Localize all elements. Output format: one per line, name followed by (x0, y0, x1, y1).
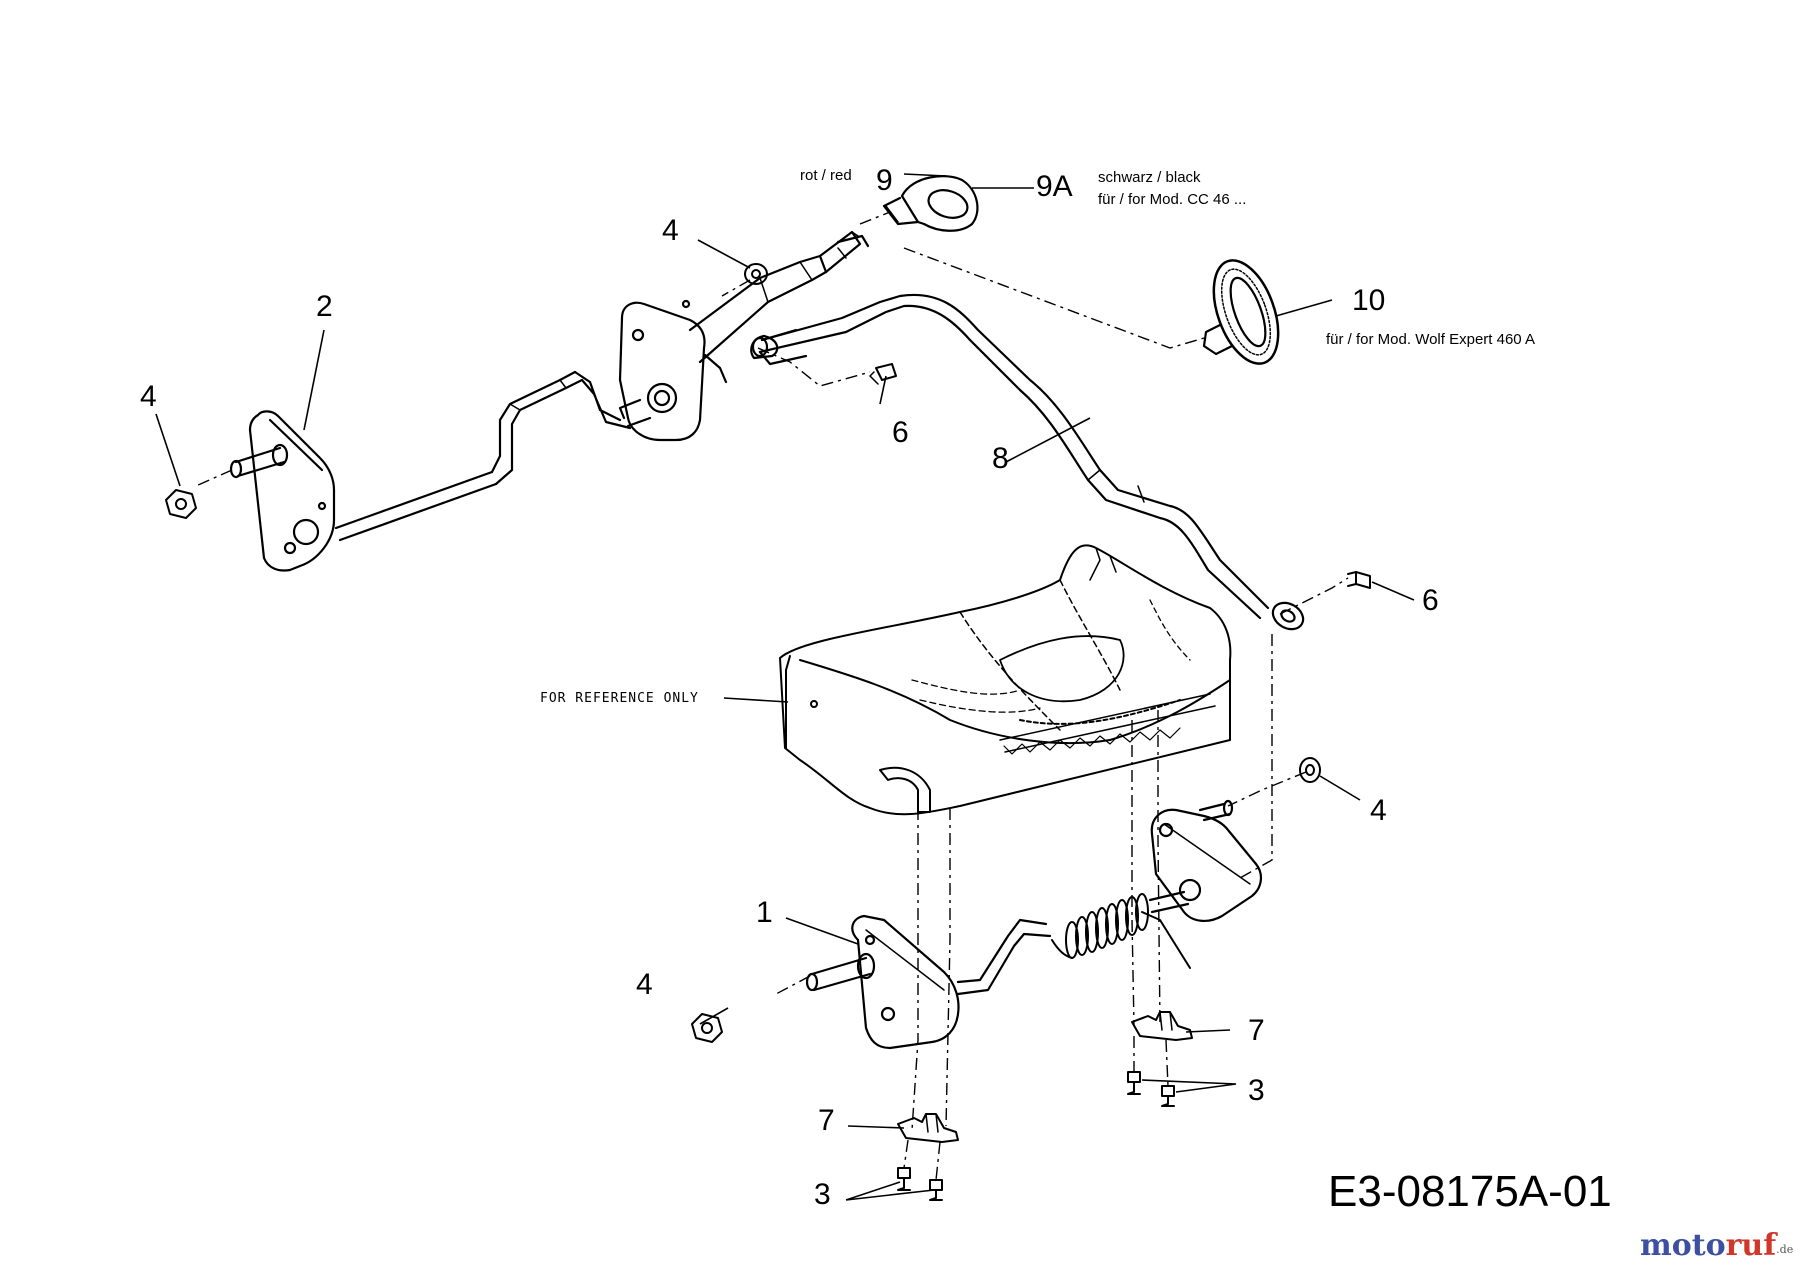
deck-reference (779, 544, 1232, 816)
bracket-plate-2 (248, 410, 336, 572)
part-label-4: 4 (662, 214, 679, 247)
part-label-7: 7 (818, 1104, 835, 1137)
lower-axle-assembly (805, 799, 1262, 1050)
reference-only-label: FOR REFERENCE ONLY (540, 691, 699, 706)
spring (1051, 893, 1191, 969)
part-label-6: 6 (892, 416, 909, 449)
push-rod-8 (750, 293, 1305, 631)
part-label-3: 3 (814, 1178, 831, 1211)
part-label-6: 6 (1422, 584, 1439, 617)
motoruf-logo: motoruf.de (1640, 1228, 1793, 1263)
part-label-3: 3 (1248, 1074, 1265, 1107)
part-label-7: 7 (1248, 1014, 1265, 1047)
note-model-10: für / for Mod. Wolf Expert 460 A (1326, 331, 1535, 348)
part-label-8: 8 (992, 442, 1009, 475)
leader-lines (155, 173, 1415, 1201)
part-label-2: 2 (316, 290, 333, 323)
logo-suffix: .de (1776, 1243, 1794, 1256)
hardware (165, 263, 1371, 1201)
part-label-4: 4 (1370, 794, 1387, 827)
part-label-9a: 9A (1036, 170, 1073, 203)
note-black: schwarz / black (1098, 169, 1201, 186)
part-label-4: 4 (140, 380, 157, 413)
knob-10 (1202, 259, 1280, 365)
part-label-4: 4 (636, 968, 653, 1001)
part-label-1: 1 (756, 896, 773, 929)
knob-9 (882, 175, 979, 232)
note-black-model: für / for Mod. CC 46 ... (1098, 191, 1247, 208)
logo-part2: ruf (1725, 1228, 1777, 1263)
part-label-10: 10 (1352, 284, 1386, 317)
logo-part1: moto (1640, 1228, 1726, 1263)
assembly-lines (195, 211, 1349, 1181)
part-label-9: 9 (876, 164, 893, 197)
pivot-bracket (618, 230, 870, 442)
drawing-code: E3-08175A-01 (1328, 1167, 1612, 1216)
note-red: rot / red (800, 167, 852, 184)
upper-axle-assembly (229, 370, 632, 572)
